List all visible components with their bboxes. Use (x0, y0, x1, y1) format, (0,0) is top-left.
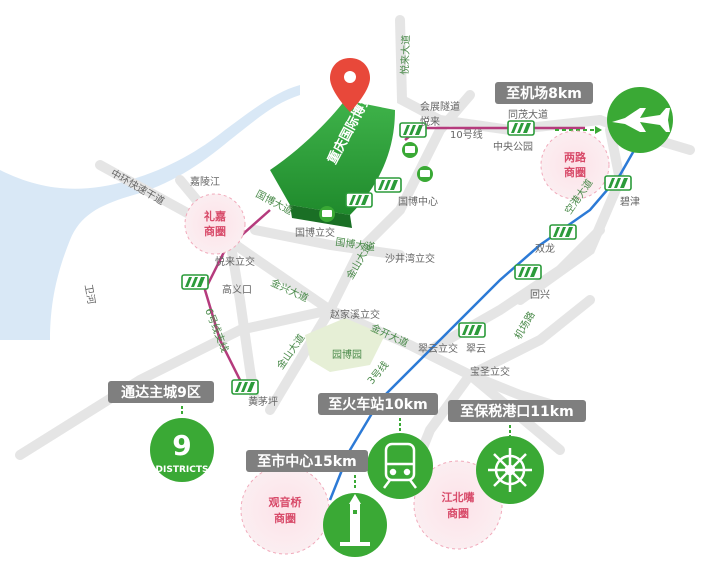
airport-destination (607, 87, 673, 153)
metro-icon (458, 322, 486, 338)
place-label: 国博中心 (398, 195, 438, 208)
business-circle-guanyinqiao: 观音桥 商圈 (240, 465, 330, 555)
svg-text:商圈: 商圈 (274, 511, 296, 525)
metro-icon (345, 192, 373, 208)
metro-icon (604, 175, 632, 191)
svg-text:两路: 两路 (564, 150, 587, 164)
interchange-label: 赵家溪立交 (330, 308, 380, 321)
business-circle-lianglu: 两路 商圈 (540, 130, 610, 200)
airplane-icon (612, 108, 670, 132)
airport-callout: 至机场8km (495, 82, 593, 104)
interchange-label: 悦来立交 (215, 255, 255, 268)
location-pin-icon (330, 58, 370, 112)
place-label: 中央公园 (493, 140, 533, 153)
metro-line-label: 10号线 (450, 128, 483, 141)
svg-text:观音桥: 观音桥 (269, 495, 303, 509)
place-label: 碧津 (620, 196, 640, 208)
svg-text:DISTRICTS: DISTRICTS (156, 465, 209, 475)
port-destination (476, 436, 544, 504)
metro-icon (181, 274, 209, 290)
interchange-label: 宝圣立交 (470, 365, 510, 378)
svg-text:9: 9 (172, 429, 191, 462)
bus-icon (319, 206, 335, 222)
place-label: 黄茅坪 (248, 395, 278, 408)
railway-callout: 至火车站10km (318, 393, 438, 415)
river (0, 85, 300, 340)
metro-line-3 (328, 139, 642, 501)
svg-text:商圈: 商圈 (204, 224, 226, 238)
interchange-label: 翠云立交 (418, 342, 458, 355)
bus-icon (402, 142, 418, 158)
metro-icon (507, 120, 535, 136)
svg-text:至保税港口11km: 至保税港口11km (460, 403, 573, 420)
place-label: 回兴 (530, 289, 550, 301)
metro-icon (374, 177, 402, 193)
metro-icon (549, 224, 577, 240)
svg-text:至市中心15km: 至市中心15km (257, 453, 356, 470)
svg-text:江北嘴: 江北嘴 (442, 490, 475, 504)
park-label: 园博园 (332, 348, 362, 361)
interchange-label: 沙井湾立交 (385, 252, 435, 265)
interchange-label: 国博立交 (295, 226, 335, 239)
river-label: 卫河 (82, 283, 97, 305)
place-label: 翠云 (466, 343, 486, 355)
bus-icon (417, 166, 433, 182)
river-label: 嘉陵江 (190, 175, 220, 188)
svg-text:商圈: 商圈 (447, 506, 469, 520)
place-label: 双龙 (535, 242, 555, 255)
metro-icon (231, 379, 259, 395)
city-center-destination (323, 493, 387, 557)
svg-text:礼嘉: 礼嘉 (204, 209, 226, 223)
ship-wheel-icon (488, 448, 532, 492)
metro-icon (514, 264, 542, 280)
road-label: 同茂大道 (508, 108, 548, 121)
districts-badge: 9 DISTRICTS (150, 418, 214, 482)
road-label: 悦来大道 (398, 35, 412, 75)
liberation-monument-icon (340, 494, 370, 546)
business-circle-lijia: 礼嘉 商圈 (184, 193, 246, 255)
road-label: 机场路 (511, 309, 537, 341)
arrowhead-icon (595, 126, 602, 134)
port-callout: 至保税港口11km (448, 400, 586, 422)
svg-text:通达主城9区: 通达主城9区 (121, 384, 201, 401)
railway-destination (367, 433, 433, 499)
svg-text:商圈: 商圈 (564, 165, 586, 179)
place-label: 悦来 (420, 115, 440, 128)
place-label: 高义口 (222, 283, 252, 296)
districts-callout: 通达主城9区 (108, 381, 214, 403)
train-icon (383, 442, 417, 489)
city-center-callout: 至市中心15km (246, 450, 368, 472)
svg-text:至机场8km: 至机场8km (506, 85, 582, 102)
park-area (305, 318, 385, 372)
svg-text:至火车站10km: 至火车站10km (328, 396, 427, 413)
road-label: 会展隧道 (420, 100, 460, 113)
